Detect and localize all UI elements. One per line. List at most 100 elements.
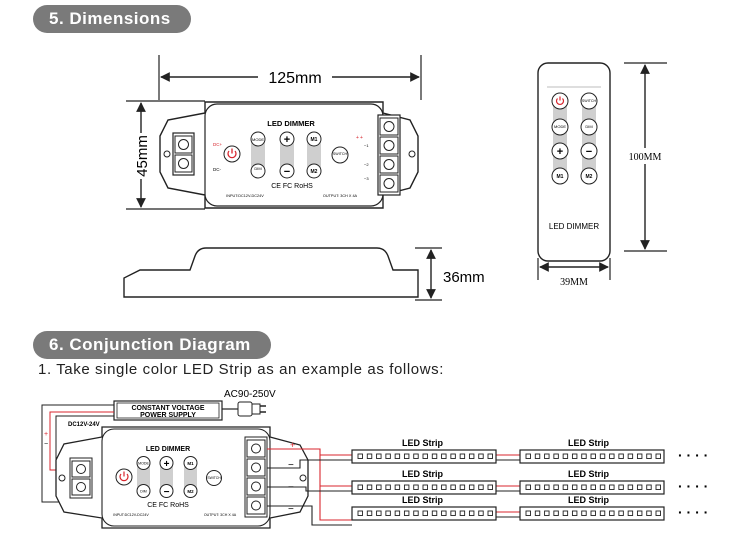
continuation-dots: · · · · — [678, 447, 708, 463]
led-chip — [553, 453, 559, 459]
led-chip — [618, 453, 624, 459]
led-strip-label: LED Strip — [402, 495, 444, 505]
led-chip — [468, 453, 475, 459]
dimension-depth-label: 36mm — [443, 269, 485, 286]
remote-btn-plus-label: + — [557, 146, 563, 158]
led-chip — [609, 510, 615, 516]
led-strip-label: LED Strip — [568, 495, 610, 505]
svg-text:−: − — [44, 441, 48, 448]
led-chip — [403, 484, 410, 490]
led-chip — [609, 453, 615, 459]
led-strip-label: LED Strip — [568, 438, 610, 448]
dimension-depth: 36mm — [415, 247, 485, 301]
led-chip — [553, 510, 559, 516]
led-chip — [618, 510, 624, 516]
dimension-remote-width: 39MM — [537, 258, 611, 288]
led-chip — [562, 453, 569, 459]
led-strip: LED Strip — [351, 495, 497, 521]
led-chip — [581, 510, 587, 516]
led-strip: LED Strip — [351, 438, 497, 464]
led-chip — [459, 484, 466, 490]
led-chip — [590, 453, 596, 459]
led-chip — [646, 510, 652, 516]
controller-title: LED DIMMER — [267, 119, 315, 128]
led-chip — [357, 510, 363, 516]
controller-top-view: LED DIMMER DC+ DC- MODE DIM + − M1 M2 SW… — [159, 101, 419, 209]
remote-btn-mode-label: MODE — [554, 124, 566, 129]
led-chip — [478, 510, 484, 516]
controller-wiring-title: LED DIMMER — [146, 446, 190, 453]
btn-m2-label: M2 — [311, 169, 318, 175]
dimension-remote-height: 100MM — [624, 62, 667, 252]
power-icon — [227, 148, 237, 159]
dimension-height-label: 45mm — [134, 135, 151, 177]
led-chip — [385, 510, 391, 516]
led-chip — [394, 453, 401, 459]
btn-plus-label: + — [284, 134, 290, 146]
led-chip — [646, 484, 652, 490]
led-chip — [459, 453, 466, 459]
cert-label-wiring: CE FC RoHS — [147, 502, 189, 509]
controller-side-view — [123, 247, 419, 298]
svg-text:−: − — [164, 487, 170, 498]
led-chip — [441, 453, 447, 459]
led-chip — [562, 484, 569, 490]
led-chip — [534, 484, 541, 490]
cert-label: CE FC RoHS — [271, 183, 313, 190]
continuation-dots: · · · · — [678, 504, 708, 520]
led-strip: LED Strip — [519, 438, 665, 464]
led-chip — [403, 510, 410, 516]
svg-text:−3: −3 — [364, 176, 369, 181]
led-chip — [385, 484, 391, 490]
led-chip — [525, 453, 531, 459]
dimension-width-label: 125mm — [268, 70, 321, 87]
dimension-remote-width-label: 39MM — [560, 277, 588, 288]
svg-text:DIM: DIM — [140, 490, 147, 494]
led-chip — [618, 484, 624, 490]
led-chip — [357, 453, 363, 459]
led-chip — [627, 453, 634, 459]
led-chip — [571, 453, 578, 459]
btn-dim-label: DIM — [254, 166, 261, 171]
led-chip — [571, 510, 578, 516]
svg-text:M2: M2 — [187, 489, 194, 494]
led-chip — [394, 484, 401, 490]
btn-switch-label: SWITCH — [333, 152, 348, 156]
btn-mode-label: MODE — [252, 137, 264, 142]
led-chip — [636, 510, 643, 516]
led-chip — [534, 453, 541, 459]
led-chip — [385, 453, 391, 459]
output-label: OUTPUT: 3CH X 4A — [323, 194, 358, 198]
remote-btn-switch-label: SWITCH — [582, 99, 597, 103]
led-chip — [431, 484, 438, 490]
led-chip — [366, 484, 373, 490]
dimension-remote-height-label: 100MM — [629, 152, 662, 163]
svg-text:M1: M1 — [187, 461, 194, 466]
svg-text:SWITCH: SWITCH — [207, 476, 221, 480]
intro-text: 1. Take single color LED Strip as an exa… — [38, 361, 445, 378]
btn-m1-label: M1 — [311, 137, 318, 143]
remote-btn-minus-label: − — [586, 146, 592, 158]
led-chip — [357, 484, 363, 490]
led-strip-label: LED Strip — [568, 469, 610, 479]
led-strip-label: LED Strip — [402, 438, 444, 448]
led-chip — [450, 484, 456, 490]
dimension-height: 45mm — [126, 100, 205, 210]
wiring-power-icon — [119, 471, 129, 482]
led-chip — [376, 510, 382, 516]
led-chip — [599, 510, 606, 516]
led-chip — [655, 484, 661, 490]
input-label: INPUT:DC12V-DC24V — [226, 194, 264, 198]
led-chip — [553, 484, 559, 490]
led-chip — [571, 484, 578, 490]
output-minus-1: − — [288, 460, 294, 471]
led-chip — [413, 484, 419, 490]
led-chip — [487, 510, 493, 516]
led-chip — [627, 510, 634, 516]
controller-wiring: LED DIMMER MODE DIM + − M1 M2 SWITCH CE … — [55, 426, 309, 529]
remote-power-icon — [555, 96, 565, 105]
led-strip: LED Strip — [519, 495, 665, 521]
led-chip — [376, 484, 382, 490]
